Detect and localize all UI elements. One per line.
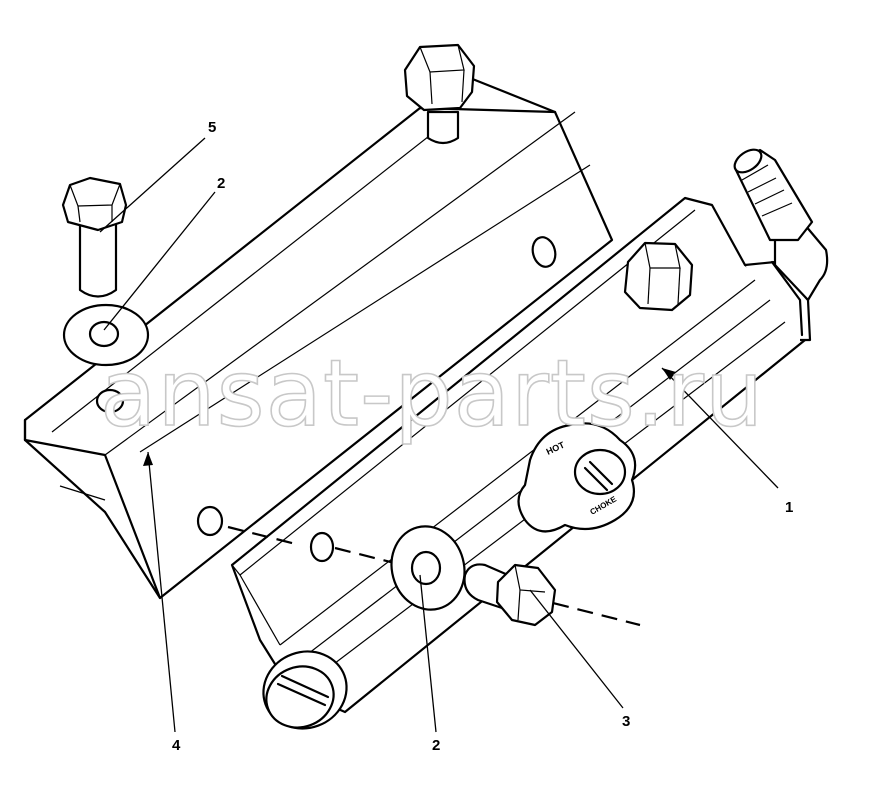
callout-4: 4 bbox=[172, 737, 181, 754]
control-knob: HOT CHOKE bbox=[517, 422, 637, 533]
washer-bottom bbox=[390, 525, 466, 611]
callout-2-top: 2 bbox=[217, 175, 225, 192]
bracket-top-bolt bbox=[403, 43, 476, 145]
arrow-1 bbox=[662, 368, 676, 380]
assembly-axis-left bbox=[227, 525, 301, 547]
callout-1: 1 bbox=[785, 499, 793, 516]
watermark: ansat-parts.ru bbox=[100, 340, 764, 447]
bolt-5 bbox=[61, 176, 128, 298]
washer-top bbox=[62, 303, 150, 367]
callout-5: 5 bbox=[208, 119, 216, 136]
hose-barb-fitting bbox=[733, 148, 829, 302]
callout-2-bottom: 2 bbox=[432, 737, 440, 754]
leader-1 bbox=[661, 367, 779, 489]
leader-2-bottom bbox=[419, 574, 437, 733]
leader-5 bbox=[99, 137, 206, 233]
callout-3: 3 bbox=[622, 713, 630, 730]
rail-bolt bbox=[623, 241, 694, 312]
leader-4 bbox=[147, 451, 176, 733]
arrow-4 bbox=[143, 452, 153, 466]
leader-3 bbox=[529, 589, 624, 709]
bolt-3 bbox=[463, 563, 557, 627]
leader-2-top bbox=[103, 191, 216, 331]
